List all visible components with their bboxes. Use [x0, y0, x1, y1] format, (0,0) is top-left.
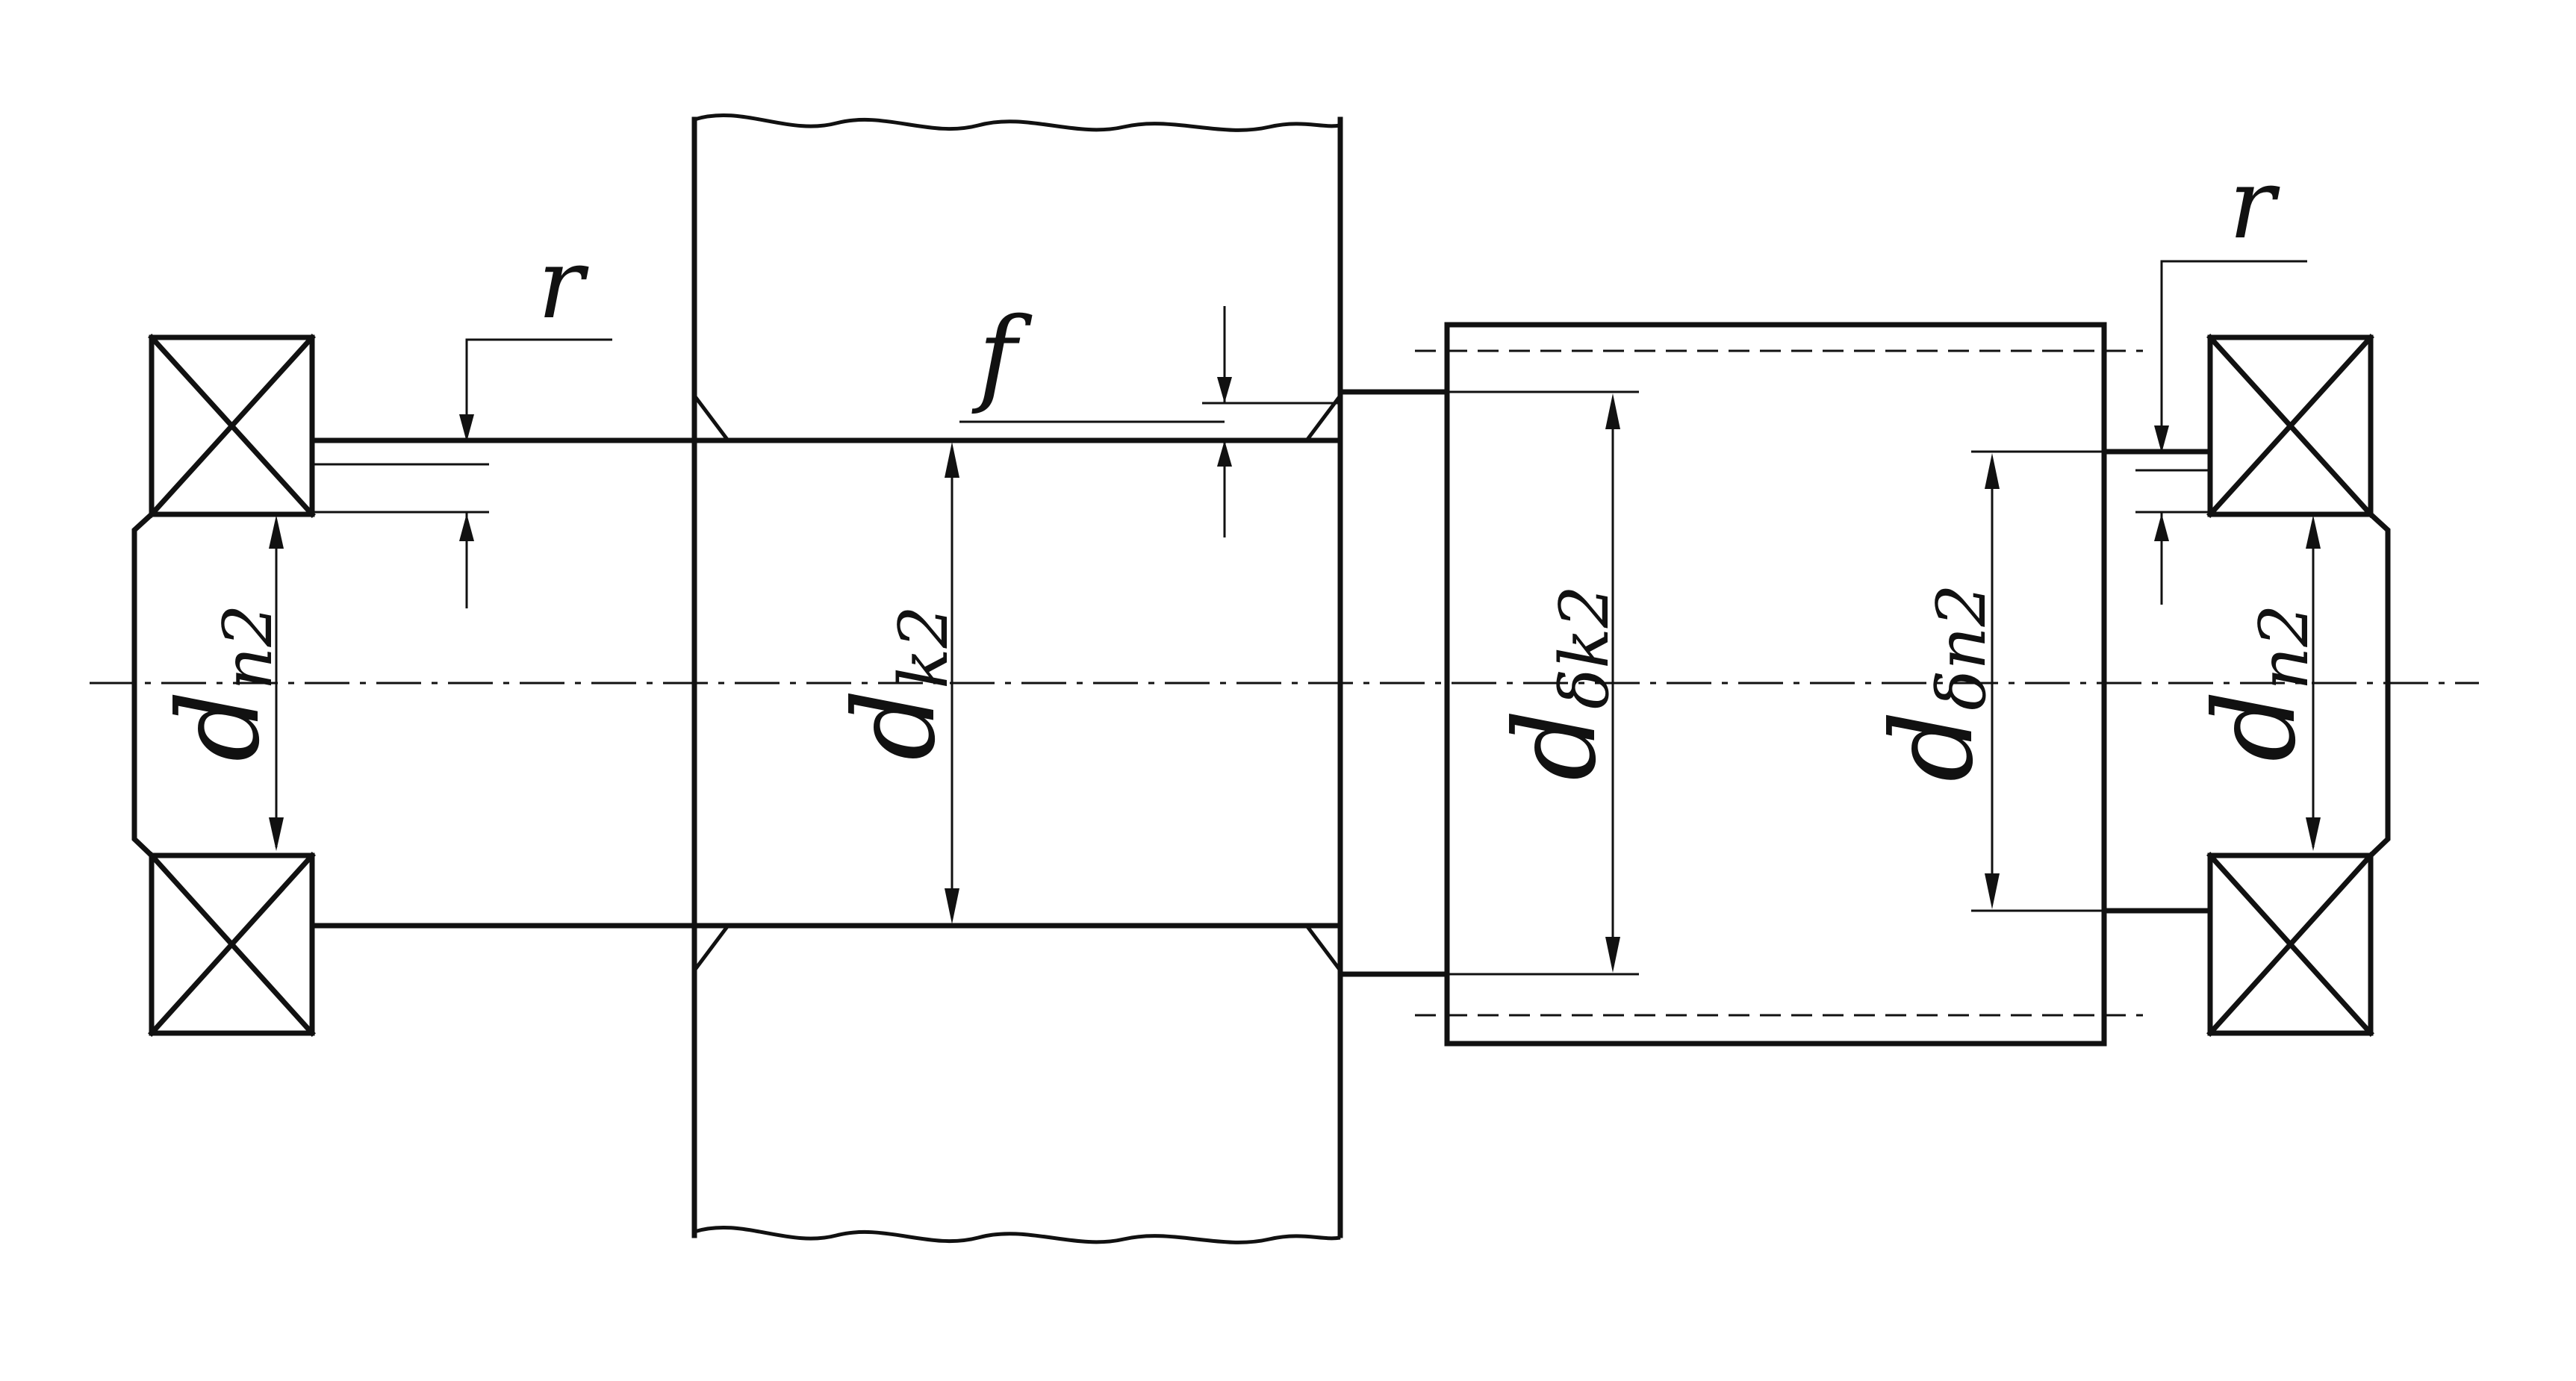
label-dbk2-main: d	[1491, 709, 1621, 781]
hub-chamfer-bottom-left	[693, 924, 729, 972]
r-right-leader	[2160, 260, 2307, 452]
right-shaft-section	[2101, 449, 2213, 914]
label-dbk2: dδk2	[1491, 585, 1624, 781]
dim-arrow-dk2-top	[945, 442, 959, 478]
right-bearing-bore-outline	[2367, 511, 2391, 859]
label-f: f	[971, 296, 1033, 417]
dimension-lines	[269, 260, 2321, 973]
r-left-arrow-bottom	[459, 514, 474, 541]
dim-arrow-dn2-right-bottom	[2306, 817, 2321, 851]
label-dn2-left-main: d	[155, 690, 284, 762]
r-left-arrow-top	[459, 414, 474, 442]
right-bearing-upper-cross-b	[2206, 334, 2374, 518]
label-dk2-main: d	[830, 689, 960, 761]
dim-arrow-dbk2-top	[1605, 393, 1620, 429]
svg-text:dδk2: dδk2	[1491, 585, 1624, 781]
r-right-arrow-top	[2154, 425, 2169, 453]
label-r-left: r	[538, 227, 589, 340]
label-dbk2-sub: δk2	[1546, 585, 1624, 709]
label-dn2-right-sub: n2	[2245, 604, 2324, 690]
dim-arrow-dk2-bottom	[945, 888, 959, 924]
right-bearing	[2206, 334, 2391, 1037]
f-arrow-bottom	[1217, 440, 1232, 467]
dim-arrow-dbn2-top	[1985, 453, 2000, 489]
dim-arrow-dn2-right-top	[2306, 515, 2321, 549]
svg-text:dk2: dk2	[830, 605, 963, 761]
svg-text:dn2: dn2	[155, 604, 287, 761]
svg-text:dδn2: dδn2	[1868, 584, 2001, 782]
bushing-body	[1444, 322, 2107, 1047]
dim-arrow-dn2-left-bottom	[269, 817, 284, 851]
label-dn2-right: dn2	[2191, 604, 2324, 761]
label-dn2-right-main: d	[2191, 690, 2321, 762]
r-right-arrow-bottom	[2154, 514, 2169, 541]
gear-hub-bottom-break	[694, 1225, 1341, 1244]
label-dbn2-main: d	[1868, 711, 1998, 782]
left-bearing	[131, 334, 316, 1037]
r-left-leader	[465, 338, 612, 440]
gear-hub	[691, 113, 1343, 1244]
dim-arrow-dbn2-bottom	[1985, 873, 2000, 909]
left-bearing-lower-cross-b	[148, 852, 316, 1037]
label-r-right: r	[2229, 147, 2280, 261]
dim-arrow-dn2-left-top	[269, 515, 284, 549]
label-dn2-left-sub: n2	[209, 604, 287, 690]
left-bearing-upper-cross-b	[148, 334, 316, 518]
label-dbn2: dδn2	[1868, 584, 2001, 782]
f-arrow-top	[1217, 377, 1232, 403]
left-shaft-section	[309, 437, 697, 929]
hub-chamfer-bottom-right	[1305, 924, 1342, 972]
bushing	[1415, 322, 2143, 1047]
dim-arrow-dbk2-bottom	[1605, 937, 1620, 973]
gear-hub-top-break	[694, 113, 1341, 132]
label-dbn2-sub: δn2	[1923, 584, 2001, 710]
left-bearing-bore-outline	[131, 511, 155, 859]
svg-text:dn2: dn2	[2191, 604, 2324, 761]
label-dk2: dk2	[830, 605, 963, 761]
hub-chamfer-top-left	[693, 394, 729, 442]
right-bearing-lower-cross-b	[2206, 852, 2374, 1037]
label-dk2-sub: k2	[885, 605, 963, 689]
label-dn2-left: dn2	[155, 604, 287, 761]
shaft-step-section	[1337, 389, 1450, 977]
